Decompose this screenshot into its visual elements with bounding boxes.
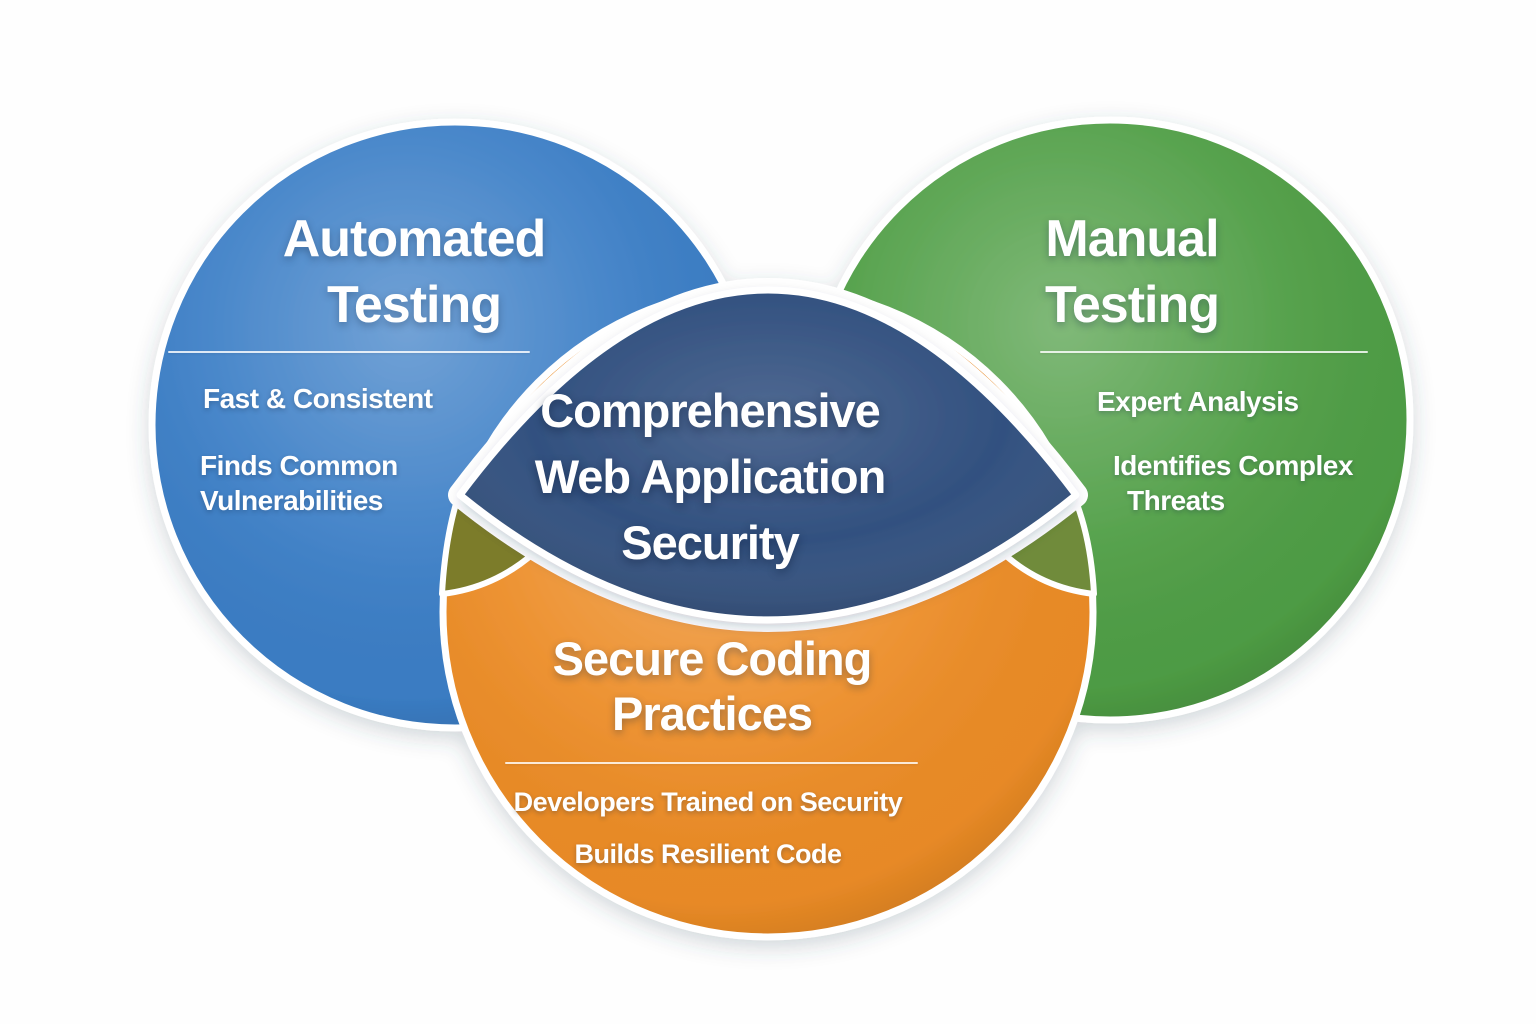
secure-coding-bullet-2: Builds Resilient Code: [574, 839, 842, 869]
center-lens-shine: [456, 286, 1080, 624]
intersection-line-1: Comprehensive: [540, 384, 881, 437]
secure-coding-title: Secure Coding Practices: [462, 632, 962, 742]
manual-bullet-2-line-2: Threats: [1127, 485, 1225, 516]
manual-title-line-1: Manual: [1045, 210, 1219, 268]
manual-bullet-2-line-1: Identifies Complex: [1113, 450, 1353, 481]
automated-bullet-2: Finds Common Vulnerabilities: [200, 448, 398, 518]
intersection-title: Comprehensive Web Application Security: [460, 378, 960, 575]
secure-coding-divider: [505, 762, 918, 764]
manual-bullet-1: Expert Analysis: [1097, 386, 1299, 417]
manual-bullet-2: Identifies Complex Threats: [1113, 448, 1353, 518]
automated-bullet-2-line-2: Vulnerabilities: [200, 485, 383, 516]
secure-coding-bullet-1: Developers Trained on Security: [513, 787, 903, 817]
secure-coding-title-line-2: Practices: [611, 686, 813, 740]
secure-coding-title-line-1: Secure Coding: [552, 632, 873, 685]
manual-title-line-2: Testing: [1044, 276, 1220, 335]
automated-divider: [168, 351, 530, 353]
manual-divider: [1040, 351, 1368, 353]
automated-bullet-1: Fast & Consistent: [203, 383, 433, 414]
automated-title: Automated Testing: [164, 206, 664, 338]
manual-title: Manual Testing: [882, 206, 1382, 338]
automated-title-line-1: Automated: [282, 210, 547, 268]
intersection-line-3: Security: [621, 515, 799, 569]
automated-bullet-2-line-1: Finds Common: [200, 450, 398, 481]
intersection-line-2: Web Application: [534, 449, 887, 503]
automated-title-line-2: Testing: [326, 276, 502, 335]
